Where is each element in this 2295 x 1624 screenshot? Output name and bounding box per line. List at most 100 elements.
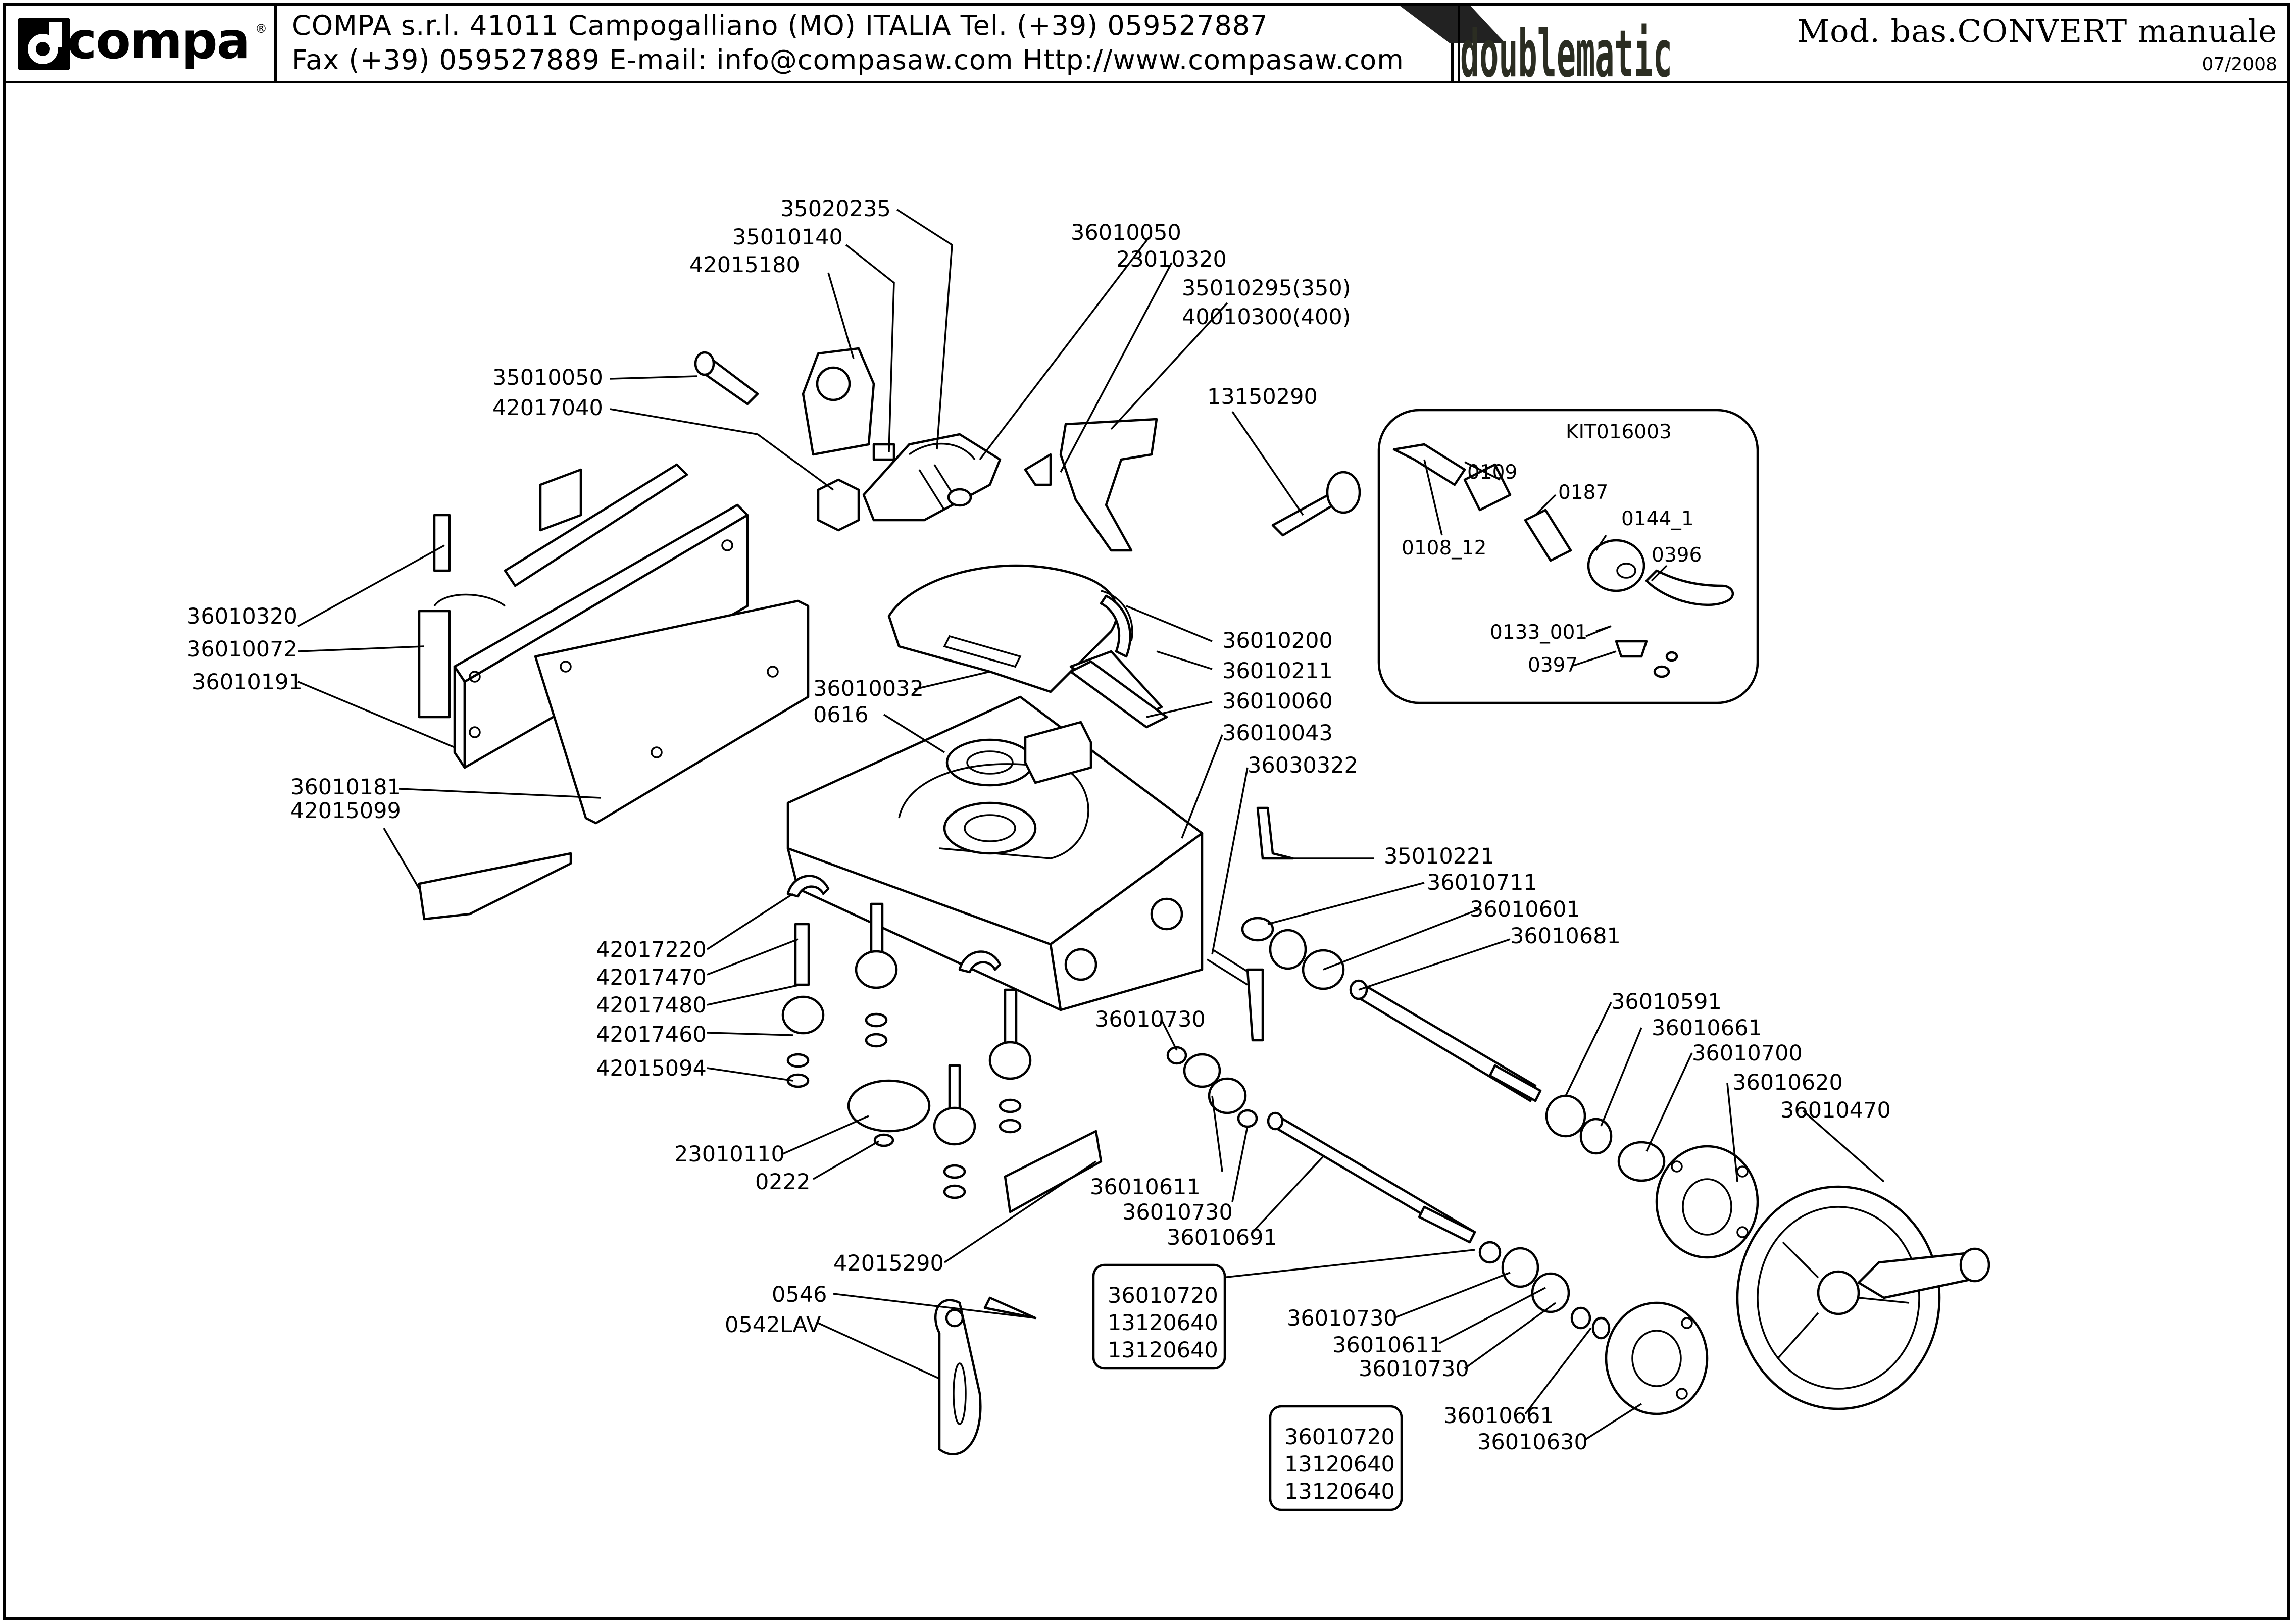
block-42017040 (817, 478, 860, 532)
callout-box-1 (1092, 1263, 1226, 1370)
bar-36010181 (418, 852, 572, 921)
foot-42017460-1 (781, 923, 825, 1088)
base-36010043 (786, 695, 1204, 1011)
kit-label-0397: 0397 (1528, 654, 1578, 677)
label-36010661-a: 36010661 (1652, 1016, 1762, 1041)
label-36010320: 36010320 (187, 604, 297, 629)
collar-36010591 (1545, 1094, 1586, 1138)
vise-jaws-left (418, 463, 810, 825)
label-35020235: 35020235 (780, 196, 891, 222)
box1-line-3: 13120640 (1108, 1338, 1218, 1363)
bolt-35010050 (694, 351, 759, 405)
label-36010611-a: 36010611 (1090, 1175, 1201, 1200)
label-36010691: 36010691 (1167, 1225, 1277, 1250)
label-36010611-b: 36010611 (1332, 1333, 1443, 1358)
drawing-date: 07/2008 (2202, 54, 2277, 75)
kit-label-0109: 0109 (1467, 461, 1517, 484)
leader-lines (297, 209, 1885, 1440)
label-36010661-b: 36010661 (1443, 1403, 1554, 1429)
label-36010200: 36010200 (1222, 628, 1333, 653)
box2-line-1: 36010720 (1284, 1425, 1395, 1450)
label-36010043: 36010043 (1222, 721, 1333, 746)
disc-23010110 (847, 1079, 931, 1133)
kit-label-0133_001: 0133_001 (1490, 621, 1587, 644)
half-ring-42017220-a (786, 875, 830, 898)
pin-13150290 (1271, 471, 1361, 537)
kit-label-0144_1: 0144_1 (1621, 508, 1694, 530)
label-36010730-b: 36010730 (1122, 1200, 1233, 1225)
kit-label-0396: 0396 (1652, 544, 1702, 567)
label-36010181: 36010181 (290, 775, 401, 800)
label-42017480: 42017480 (596, 993, 707, 1018)
model-title: Mod. bas.CONVERT manuale (1797, 13, 2277, 49)
label-36030322: 36030322 (1248, 753, 1358, 778)
collar-36010661 (1579, 1118, 1613, 1155)
label-36010630: 36010630 (1477, 1430, 1588, 1455)
label-0222: 0222 (755, 1170, 810, 1195)
label-36010191: 36010191 (192, 670, 303, 695)
box1-line-2: 13120640 (1108, 1310, 1218, 1336)
model-cell: Mod. bas.CONVERT manuale 07/2008 (1798, 6, 2288, 81)
box1-line-1: 36010720 (1108, 1283, 1218, 1308)
flange-36010620 (1655, 1145, 1759, 1259)
collar-36010611-lower (1501, 1247, 1539, 1288)
label-36010730-c: 36010730 (1287, 1306, 1398, 1331)
collar-36010661-lower (1570, 1306, 1591, 1330)
bracket-42015180 (802, 347, 895, 461)
label-36010470: 36010470 (1780, 1098, 1891, 1123)
label-0546: 0546 (772, 1282, 827, 1307)
label-36010700: 36010700 (1692, 1041, 1803, 1066)
label-23010110: 23010110 (674, 1142, 785, 1167)
label-13150290: 13150290 (1207, 384, 1318, 410)
brand-text: doublematic (1460, 17, 1672, 81)
shaft-36010681 (1241, 917, 1542, 1102)
parts-group (418, 347, 1990, 1455)
label-35010050: 35010050 (492, 365, 603, 390)
label-36010601: 36010601 (1470, 897, 1580, 922)
bearing-36010700 (1617, 1141, 1666, 1182)
collar-36010730-lower (1478, 1241, 1502, 1264)
label-36010072: 36010072 (187, 637, 297, 662)
foot-42017460-2 (855, 902, 898, 1048)
kit-label-0187: 0187 (1558, 481, 1608, 504)
label-35010295: 35010295(350) (1182, 276, 1351, 301)
callout-box-2 (1269, 1405, 1403, 1511)
rail-36010060 (1069, 660, 1168, 729)
block-42015290 (1004, 1130, 1103, 1213)
shaft-36010691 (1166, 1046, 1476, 1244)
handwheel-36010470 (1736, 1185, 1990, 1410)
part-labels: 35020235 35010140 42015180 36010050 2301… (187, 196, 1891, 1504)
label-36010730-d: 36010730 (1359, 1356, 1469, 1382)
kit-title: KIT016003 (1566, 421, 1672, 443)
logo-cell: compa ® (6, 6, 277, 81)
label-42017470: 42017470 (596, 965, 707, 990)
lever-36030322 (1207, 948, 1264, 1042)
label-42017220: 42017220 (596, 937, 707, 962)
handle-0542LAV (934, 1296, 1037, 1455)
half-ring-42017220-b (958, 950, 1002, 974)
label-42017040: 42017040 (492, 395, 603, 421)
label-36010711: 36010711 (1427, 870, 1537, 895)
label-42015094: 42015094 (596, 1056, 707, 1081)
drawing-sheet: compa ® COMPA s.r.l. 41011 Campogalliano… (3, 3, 2290, 1620)
address-line-1: COMPA s.r.l. 41011 Campogalliano (MO) IT… (292, 10, 1268, 41)
label-23010320: 23010320 (1116, 247, 1227, 272)
doublematic-brand-logo: doublematic (1400, 6, 1672, 81)
label-35010140: 35010140 (732, 225, 843, 250)
compa-logo-icon (18, 18, 70, 70)
kit-parts (1392, 443, 1734, 678)
label-36010591: 36010591 (1611, 989, 1722, 1014)
registered-icon: ® (255, 22, 267, 36)
label-42015180: 42015180 (689, 252, 800, 278)
label-36010211: 36010211 (1222, 658, 1333, 684)
washer-0222 (873, 1133, 894, 1147)
address-line-2: Fax (+39) 059527889 E-mail: info@compasa… (292, 44, 1404, 76)
flange-36010630 (1605, 1301, 1709, 1415)
label-0542LAV: 0542LAV (725, 1312, 821, 1338)
box2-line-2: 13120640 (1284, 1452, 1395, 1477)
label-42017460: 42017460 (596, 1022, 707, 1047)
clamp-35010295 (1024, 418, 1158, 552)
foot-42017460-4 (933, 1064, 976, 1199)
foot-42017460-3 (988, 988, 1032, 1134)
